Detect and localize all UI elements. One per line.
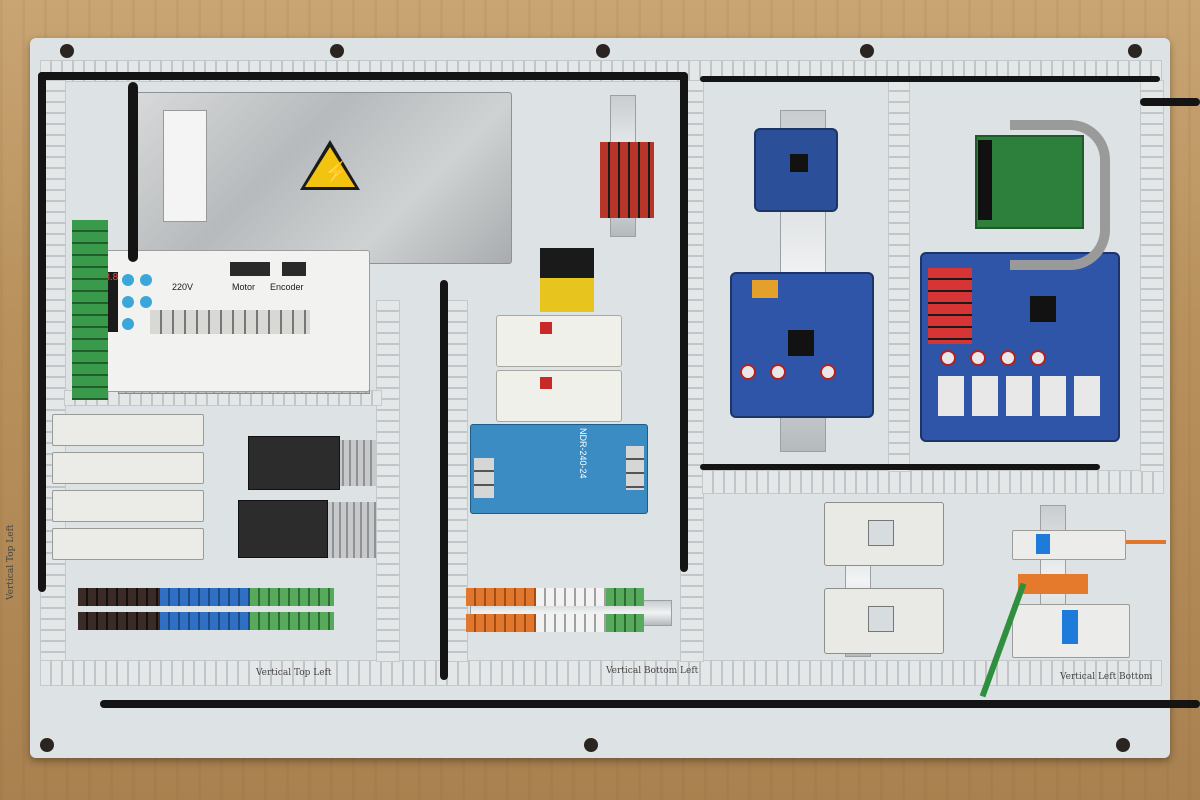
handwritten-label: Vertical Bottom Left <box>606 666 699 676</box>
ssr-heatsink <box>320 502 376 558</box>
din-power-supply <box>470 424 648 514</box>
mount-hole <box>1128 44 1142 58</box>
servo-voltage-label: 220V <box>172 282 194 292</box>
servo-terminal-block <box>150 310 310 334</box>
mount-hole <box>596 44 610 58</box>
warning-triangle-fill <box>305 147 355 187</box>
wire-duct-middle-left <box>64 390 382 406</box>
relay-module <box>52 528 204 560</box>
chip <box>788 330 814 356</box>
mount-hole <box>860 44 874 58</box>
terminal-block-row <box>536 588 606 606</box>
mount-hole <box>60 44 74 58</box>
capacitor <box>740 364 756 380</box>
terminal-block-row <box>250 588 334 606</box>
orange-wire <box>1126 540 1166 544</box>
terminal-block-row <box>160 612 250 630</box>
driver-sockets <box>938 376 1108 416</box>
small-power-supply <box>496 315 622 367</box>
fuse-terminal-block <box>600 142 654 218</box>
cable-bundle <box>1140 98 1200 106</box>
chip <box>1030 296 1056 322</box>
servo-key <box>122 296 134 308</box>
mount-hole <box>330 44 344 58</box>
power-connector <box>752 280 778 298</box>
relay-module <box>52 414 204 446</box>
terminal-block-row <box>606 614 644 632</box>
capacitor <box>970 350 986 366</box>
terminal-block-row <box>160 588 250 606</box>
handwritten-label: Vertical Top Left <box>6 524 16 600</box>
terminal-block-row <box>250 612 334 630</box>
cable-bundle <box>700 76 1160 82</box>
servo-connector <box>230 262 270 276</box>
capacitor <box>1000 350 1016 366</box>
servo-motor-label: Motor <box>232 282 256 292</box>
contactor-window <box>868 520 894 546</box>
cable-bundle <box>38 72 688 80</box>
breaker-toggle <box>1062 610 1078 644</box>
ribbon-cable <box>1010 120 1110 270</box>
green-terminal-strip <box>72 220 108 400</box>
din-psu-terminals <box>474 458 494 498</box>
wire-duct-center <box>446 300 468 662</box>
terminal-header <box>928 268 972 344</box>
psu-logo <box>540 377 552 389</box>
servo-connector <box>282 262 306 276</box>
servo-encoder-label: Encoder <box>270 282 304 292</box>
capacitor <box>1030 350 1046 366</box>
din-psu-model-label: NDR-240-24 <box>578 428 588 479</box>
capacitor <box>940 350 956 366</box>
wire-duct-right-inner <box>888 80 910 472</box>
fuse-terminal-block <box>540 248 594 312</box>
cable-bundle <box>128 82 138 262</box>
chip <box>790 154 808 172</box>
handwritten-label: Vertical Top Left <box>256 668 332 678</box>
rpi-header <box>978 140 992 220</box>
relay-module <box>52 452 204 484</box>
wire-duct-bottom <box>40 660 1162 686</box>
small-power-supply <box>496 370 622 422</box>
psu-label-sticker <box>163 110 207 222</box>
terminal-block-row <box>466 614 536 632</box>
psu-logo <box>540 322 552 334</box>
wire-duct-center-left <box>376 300 400 662</box>
breaker-toggle <box>1036 534 1050 554</box>
terminal-block-row <box>466 588 536 606</box>
cable-bundle <box>100 700 1200 708</box>
solid-state-relay <box>238 500 328 558</box>
raspberry-pi <box>975 135 1084 229</box>
circuit-breaker <box>1012 530 1126 560</box>
wire-duct-right <box>1140 80 1164 472</box>
controller-board-small <box>754 128 838 212</box>
capacitor <box>820 364 836 380</box>
servo-key <box>122 318 134 330</box>
terminal-block-row <box>606 588 644 606</box>
mount-hole <box>1116 738 1130 752</box>
mount-hole <box>584 738 598 752</box>
solid-state-relay <box>248 436 340 490</box>
cable-bundle <box>700 464 1100 470</box>
din-psu-terminals <box>626 446 644 490</box>
servo-key <box>140 274 152 286</box>
contactor-window <box>868 606 894 632</box>
mount-hole <box>40 738 54 752</box>
servo-key <box>140 296 152 308</box>
servo-key <box>122 274 134 286</box>
handwritten-label: Vertical Left Bottom <box>1060 672 1153 682</box>
capacitor <box>770 364 786 380</box>
terminal-block-row <box>536 614 606 632</box>
high-voltage-icon: ⚡ <box>322 160 350 185</box>
wire-duct-middle-right <box>702 470 1164 494</box>
cable-bundle <box>680 72 688 572</box>
cable-bundle <box>440 280 448 680</box>
relay-module <box>52 490 204 522</box>
wago-connector <box>1018 574 1088 594</box>
cable-bundle <box>38 72 46 592</box>
